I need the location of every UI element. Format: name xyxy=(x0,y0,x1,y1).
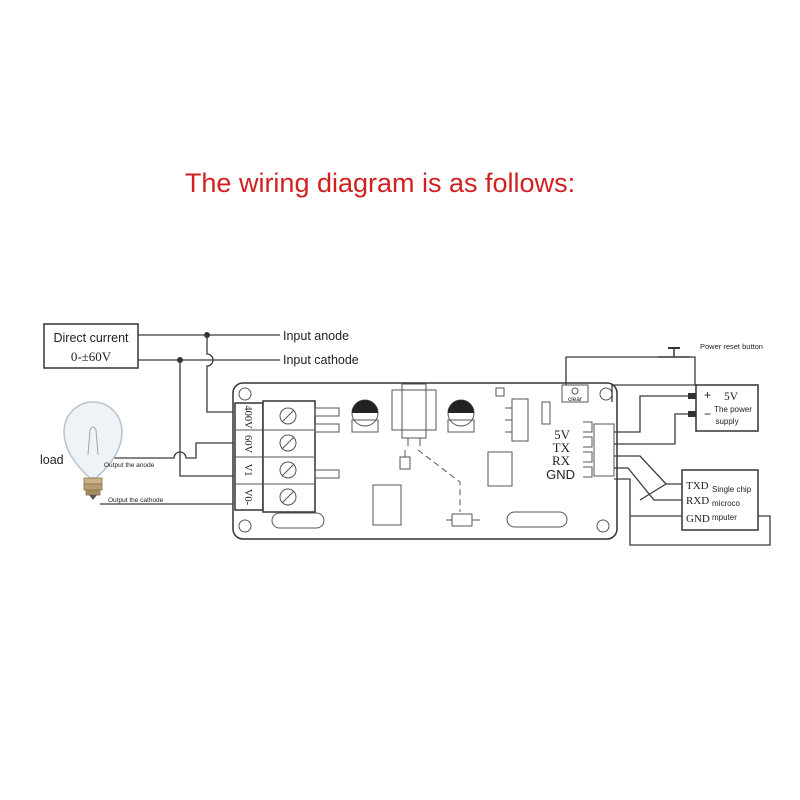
power-supply-label: supply xyxy=(715,417,738,426)
mcu-pin-label: GND xyxy=(686,513,710,525)
capacitor-icon xyxy=(447,399,475,433)
dc-source-box: Direct current 0-±60V xyxy=(43,323,139,369)
page-title: The wiring diagram is as follows: xyxy=(184,168,576,198)
mcu-pin-label: RXD xyxy=(686,495,709,507)
mcu-pin-label: TXD xyxy=(686,480,709,492)
output-anode-label: Output the anode xyxy=(104,462,155,469)
input-anode-label: Input anode xyxy=(283,329,349,343)
pin-label: GND xyxy=(546,467,575,482)
pin-label: 5V xyxy=(554,427,571,442)
dc-source-range: 0-±60V xyxy=(71,349,112,364)
mcu-label: microco xyxy=(712,499,741,508)
mcu-wires xyxy=(614,455,771,546)
power-voltage-label: 5V xyxy=(724,391,739,403)
pin-label: TX xyxy=(553,440,571,455)
power-supply-box: + 5V − The power supply xyxy=(695,384,759,432)
pin-label: RX xyxy=(552,453,571,468)
microcomputer-box: TXD RXD GND Single chip microco mputer xyxy=(681,469,759,531)
mcu-label: mputer xyxy=(712,513,737,522)
capacitor-icon xyxy=(351,399,379,433)
clear-label: clear xyxy=(568,396,583,403)
terminal-label: 60V xyxy=(242,435,253,454)
power-reset-label: Power reset button xyxy=(700,342,763,351)
bulb-icon xyxy=(63,401,123,500)
transformer-icon xyxy=(391,383,437,446)
terminal-label: 400V xyxy=(242,405,253,429)
clear-button-icon: clear xyxy=(561,384,589,403)
power-wires xyxy=(614,393,696,445)
regulator-icon xyxy=(495,387,551,442)
output-cathode-label: Output the cathode xyxy=(108,497,164,504)
input-cathode-label: Input cathode xyxy=(283,353,359,367)
power-supply-label: The power xyxy=(714,405,752,414)
power-reset-button-icon xyxy=(565,347,696,402)
load-label: load xyxy=(40,453,64,467)
terminal-label: V1 xyxy=(242,464,253,477)
circuit-board: 400V 60V V1 V0- xyxy=(232,382,618,540)
power-plus-symbol: + xyxy=(704,388,711,402)
power-minus-symbol: − xyxy=(704,407,711,421)
input-wires xyxy=(100,332,280,505)
header-connector xyxy=(583,421,615,478)
mcu-label: Single chip xyxy=(712,485,752,494)
dc-source-label: Direct current xyxy=(53,331,129,345)
terminal-label: V0- xyxy=(242,489,253,506)
terminal-block: 400V 60V V1 V0- xyxy=(234,400,316,513)
